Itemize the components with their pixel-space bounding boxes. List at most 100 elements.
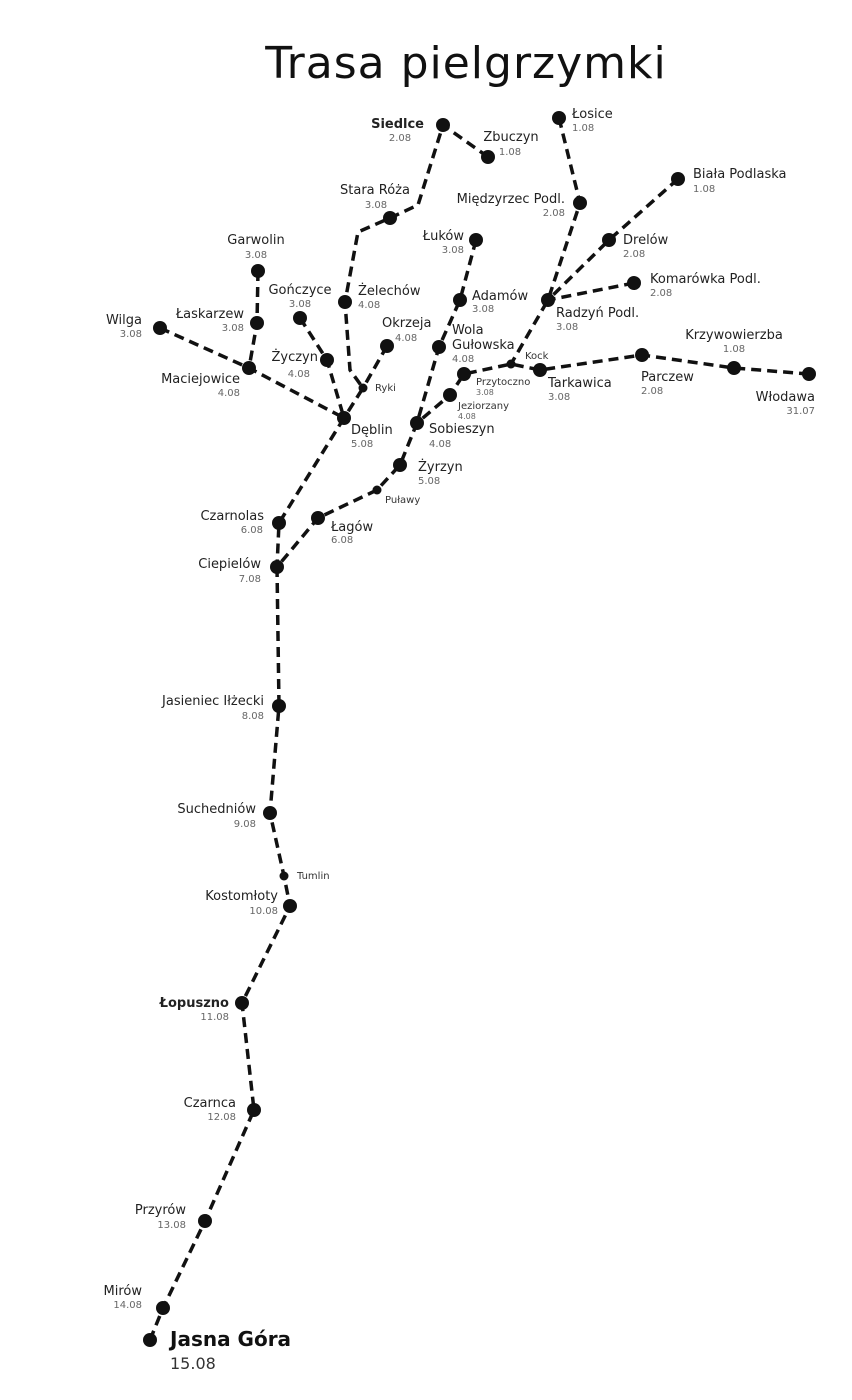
station-dot [293, 311, 307, 325]
station-name: Przyrów [135, 1203, 186, 1218]
station-dot [627, 276, 641, 290]
station-date: 13.08 [157, 1220, 186, 1231]
station-name: Siedlce [371, 117, 424, 132]
station-dot [250, 316, 264, 330]
station-dot [311, 511, 325, 525]
station-dot [469, 233, 483, 247]
station-name: Ryki [375, 383, 396, 394]
station-ciepielow: Ciepielów 7.08 [198, 557, 284, 585]
station-name: Ciepielów [198, 557, 261, 572]
station-dot [602, 233, 616, 247]
station-okrzeja: Okrzeja 4.08 [380, 316, 432, 353]
station-dot [802, 367, 816, 381]
station-date: 3.08 [289, 299, 311, 310]
station-date: 2.08 [389, 133, 411, 144]
station-date: 2.08 [623, 249, 645, 260]
station-date: 15.08 [170, 1354, 216, 1373]
station-dot [541, 293, 555, 307]
station-date: 1.08 [499, 147, 521, 158]
station-date: 5.08 [418, 476, 440, 487]
station-radzyn: Radzyń Podl.3.08 [541, 293, 639, 333]
station-name: Gończyce [268, 283, 331, 298]
station-name: Kostomłoty [205, 889, 278, 904]
station-date: 31.07 [786, 406, 815, 417]
station-dot [272, 699, 286, 713]
station-name: Żyrzyn [418, 459, 463, 475]
station-dot [270, 560, 284, 574]
station-dot [383, 211, 397, 225]
station-name: Komarówka Podl. [650, 272, 761, 287]
route-segment [342, 123, 490, 419]
station-komarowka: Komarówka Podl.2.08 [627, 272, 761, 299]
station-name: Wilga [106, 313, 142, 328]
station-name: Sobieszyn [429, 422, 495, 437]
station-name: Łopuszno [159, 996, 229, 1011]
station-date: 6.08 [241, 525, 263, 536]
station-name: Maciejowice [161, 372, 240, 387]
route-segment [361, 345, 389, 389]
station-dot [410, 416, 424, 430]
station-dot [156, 1301, 170, 1315]
station-dot [338, 295, 352, 309]
station-date: 11.08 [200, 1012, 229, 1023]
route-segment [509, 117, 582, 365]
station-date: 3.08 [556, 322, 578, 333]
station-date: 4.08 [458, 412, 476, 421]
station-dot [235, 996, 249, 1010]
station-name: Włodawa [756, 390, 815, 405]
station-dot [533, 363, 547, 377]
station-dot [506, 359, 516, 369]
station-date: 1.08 [693, 184, 715, 195]
station-dot [263, 806, 277, 820]
station-name: Przytoczno [476, 377, 530, 388]
station-name: Łaskarzew [175, 307, 244, 322]
station-date: 8.08 [242, 711, 264, 722]
station-date: 2.08 [641, 386, 663, 397]
station-dot [320, 353, 334, 367]
station-name: Czarnca [184, 1096, 236, 1111]
station-dot [432, 340, 446, 354]
station-dot [573, 196, 587, 210]
station-date: 4.08 [452, 354, 474, 365]
station-dot [337, 411, 351, 425]
route-segment [148, 566, 292, 1341]
station-date: 3.08 [365, 200, 387, 211]
station-date: 7.08 [239, 574, 261, 585]
station-name: Łagów [330, 520, 373, 535]
station-jasieniec: Jasieniec Iłżecki 8.08 [161, 694, 286, 722]
station-name: Okrzeja [382, 316, 432, 331]
station-date: 3.08 [442, 245, 464, 256]
station-name: Stara Róża [340, 183, 410, 198]
station-dot [358, 383, 368, 393]
station-date: 4.08 [395, 333, 417, 344]
station-name: Jeziorzany [457, 401, 509, 412]
station-date: 5.08 [351, 439, 373, 450]
station-date: 6.08 [331, 535, 353, 546]
station-date: 3.08 [472, 304, 494, 315]
station-name: Jasieniec Iłżecki [161, 694, 264, 709]
station-dot [153, 321, 167, 335]
station-date: 4.08 [358, 300, 380, 311]
